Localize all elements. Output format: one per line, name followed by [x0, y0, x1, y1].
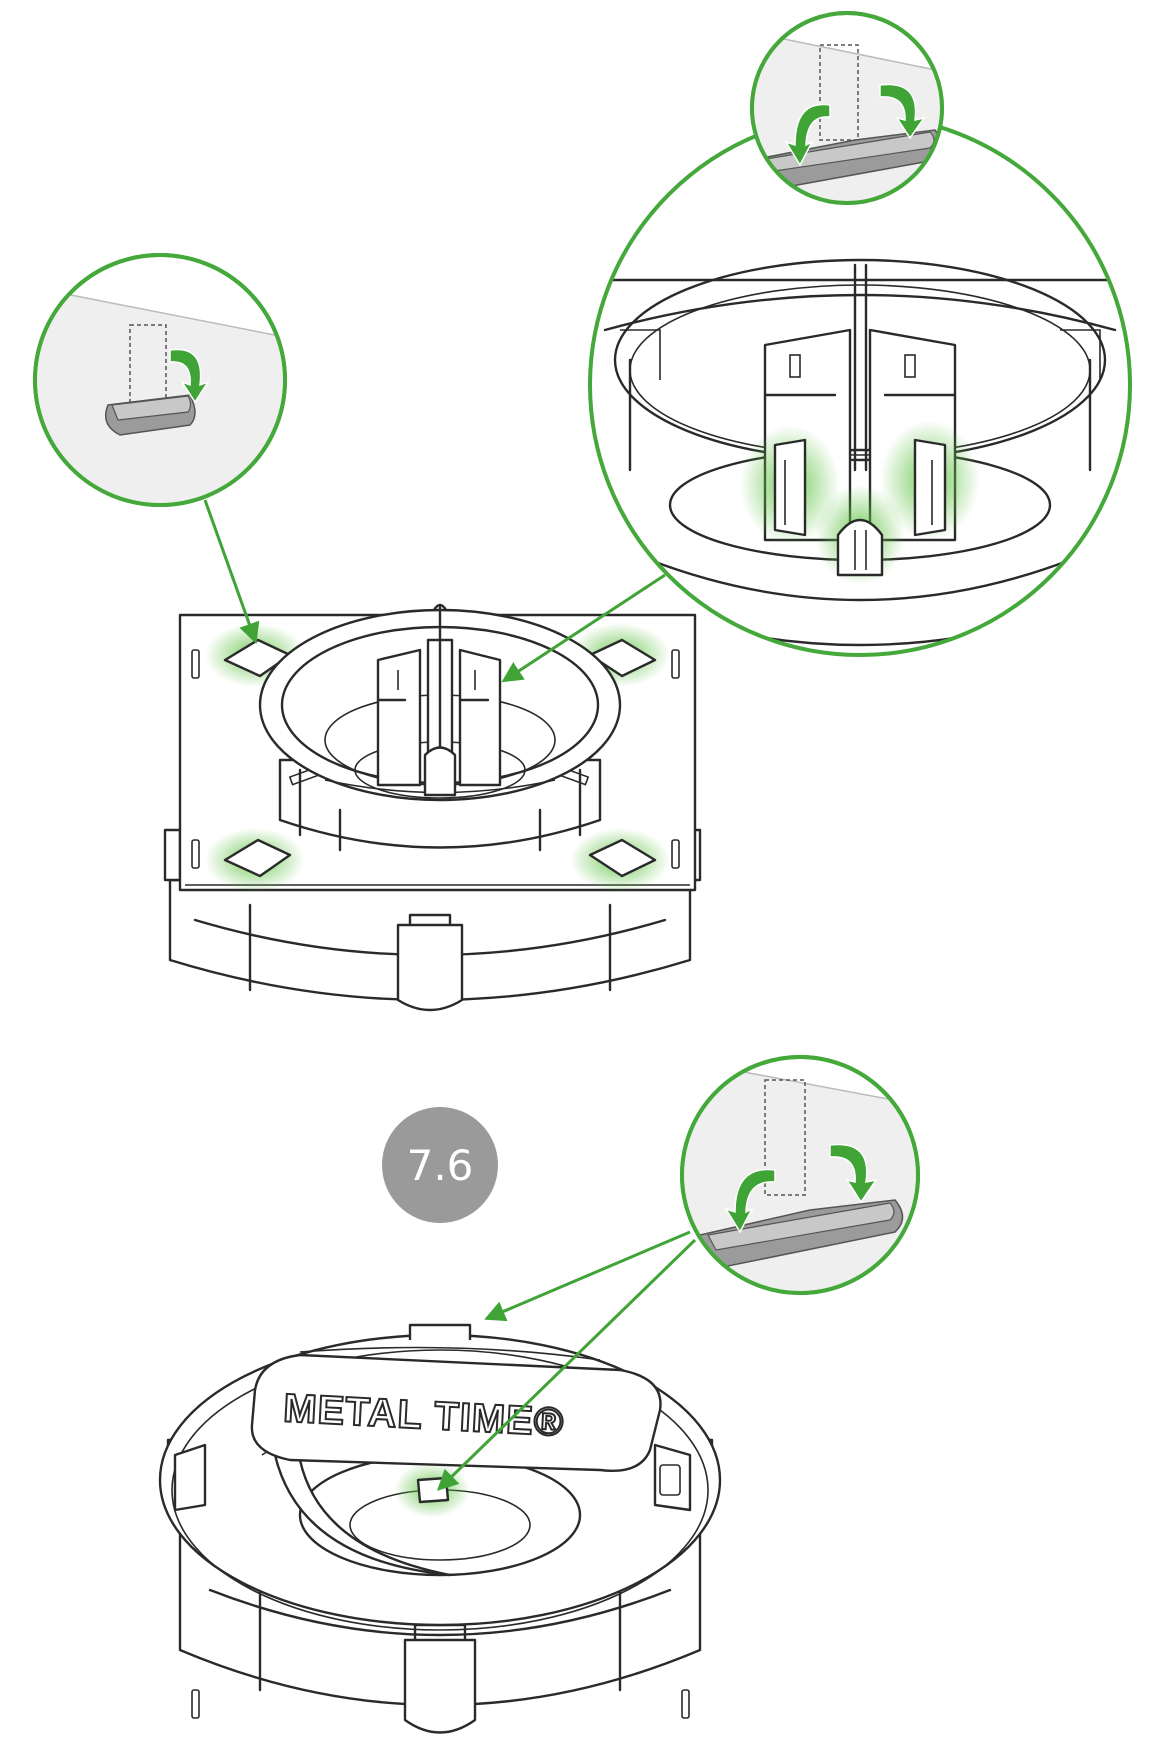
step-number: 7.6 — [407, 1141, 474, 1190]
step-badge: 7.6 — [382, 1107, 498, 1223]
lower-assembly: METAL TIME® — [160, 1325, 720, 1733]
callout-corner-tab — [20, 255, 300, 640]
callout-inner-clip-detail — [505, 13, 1140, 680]
upper-assembly — [165, 605, 700, 1010]
